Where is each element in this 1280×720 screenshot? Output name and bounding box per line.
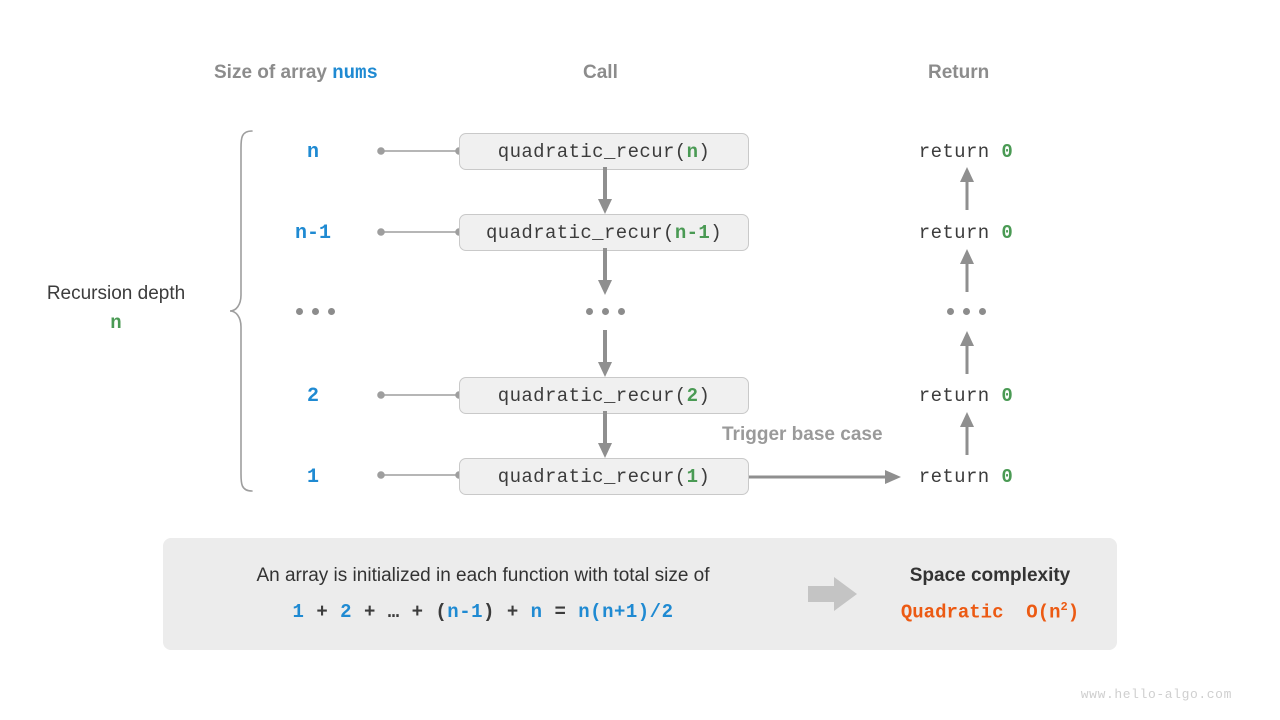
call-box-row-4-arg: 1: [686, 465, 699, 488]
size-value-row-1: n-1: [294, 222, 331, 245]
formula-token-6: (: [435, 601, 448, 623]
recursion-depth-brace: [229, 130, 253, 492]
recursion-depth-text: Recursion depth: [46, 283, 186, 304]
complexity-suffix: ): [1067, 601, 1080, 624]
return-text-row-3: return 0: [866, 385, 1066, 407]
summary-formula: 1 + 2 + … + (n-1) + n = n(n+1)/2: [293, 601, 674, 623]
formula-token-9: +: [494, 601, 531, 623]
return-label-row-0: return: [918, 141, 1002, 163]
space-complexity-value: Quadratic O(n2): [901, 600, 1079, 623]
column-header-size-text: Size of array: [214, 62, 333, 83]
formula-token-7: n-1: [447, 601, 484, 623]
call-box-row-3[interactable]: quadratic_recur(2): [459, 377, 749, 414]
watermark: www.hello-algo.com: [1080, 687, 1232, 702]
return-text-row-1: return 0: [866, 222, 1066, 244]
return-value-row-3: 0: [1001, 385, 1014, 407]
formula-token-10: n: [530, 601, 543, 623]
return-text-row-4: return 0: [866, 466, 1066, 488]
return-label-row-3: return: [918, 385, 1002, 407]
column-header-return: Return: [928, 62, 990, 83]
formula-token-3: +: [352, 601, 388, 623]
call-box-row-1-arg: n-1: [674, 221, 711, 244]
return-value-row-0: 0: [1001, 141, 1014, 163]
return-label-row-1: return: [918, 222, 1002, 244]
call-row-2-ellipsis: [586, 308, 625, 315]
base-case-arrow: [749, 470, 901, 484]
formula-token-11: =: [542, 601, 579, 623]
summary-panel: An array is initialized in each function…: [163, 538, 1117, 650]
call-box-row-0-close: ): [698, 140, 711, 163]
complexity-prefix: Quadratic: [900, 601, 1004, 624]
call-box-row-0-arg: n: [686, 140, 699, 163]
return-value-row-1: 0: [1001, 222, 1014, 244]
size-value-row-2-ellipsis: [296, 308, 335, 315]
column-header-call: Call: [583, 62, 618, 83]
space-complexity-title: Space complexity: [909, 564, 1071, 586]
size-value-row-3: 2: [306, 385, 319, 408]
formula-token-2: 2: [340, 601, 353, 623]
call-box-row-4-name: quadratic_recur(: [497, 465, 687, 488]
column-header-size: Size of array nums: [214, 62, 378, 84]
size-value-row-4: 1: [306, 466, 319, 489]
formula-token-0: 1: [292, 601, 305, 623]
formula-token-12: n(n+1)/2: [578, 601, 674, 623]
call-box-row-3-close: ): [698, 384, 711, 407]
return-text-row-0: return 0: [866, 141, 1066, 163]
trigger-base-case-label: Trigger base case: [722, 424, 883, 445]
summary-right: Space complexity Quadratic O(n2): [863, 538, 1117, 650]
return-row-2-ellipsis: [947, 308, 986, 315]
formula-token-4: …: [387, 601, 400, 623]
size-to-call-connectors: [377, 147, 463, 479]
formula-token-5: +: [399, 601, 436, 623]
formula-token-8: ): [483, 601, 495, 623]
complexity-big-o: O(n: [1026, 601, 1061, 624]
call-box-row-4-close: ): [698, 465, 711, 488]
call-flow-arrows: [598, 167, 612, 458]
complexity-exponent: 2: [1060, 599, 1068, 614]
call-box-row-0[interactable]: quadratic_recur(n): [459, 133, 749, 170]
recursion-depth-value: n: [110, 311, 122, 334]
call-box-row-4[interactable]: quadratic_recur(1): [459, 458, 749, 495]
summary-left: An array is initialized in each function…: [163, 538, 803, 650]
return-label-row-4: return: [918, 466, 1002, 488]
call-box-row-1[interactable]: quadratic_recur(n-1): [459, 214, 749, 251]
column-header-size-var: nums: [332, 62, 378, 84]
recursion-depth-label: Recursion depth n: [28, 284, 204, 334]
size-value-row-0: n: [306, 141, 319, 164]
implies-arrow-icon: [808, 577, 857, 611]
call-box-row-3-arg: 2: [686, 384, 699, 407]
formula-token-1: +: [304, 601, 341, 623]
call-box-row-1-name: quadratic_recur(: [485, 221, 675, 244]
call-box-row-0-name: quadratic_recur(: [497, 140, 687, 163]
return-flow-arrows: [960, 167, 974, 455]
call-box-row-1-close: ): [710, 221, 723, 244]
call-box-row-3-name: quadratic_recur(: [497, 384, 687, 407]
summary-description: An array is initialized in each function…: [256, 565, 710, 586]
return-value-row-4: 0: [1001, 466, 1014, 488]
